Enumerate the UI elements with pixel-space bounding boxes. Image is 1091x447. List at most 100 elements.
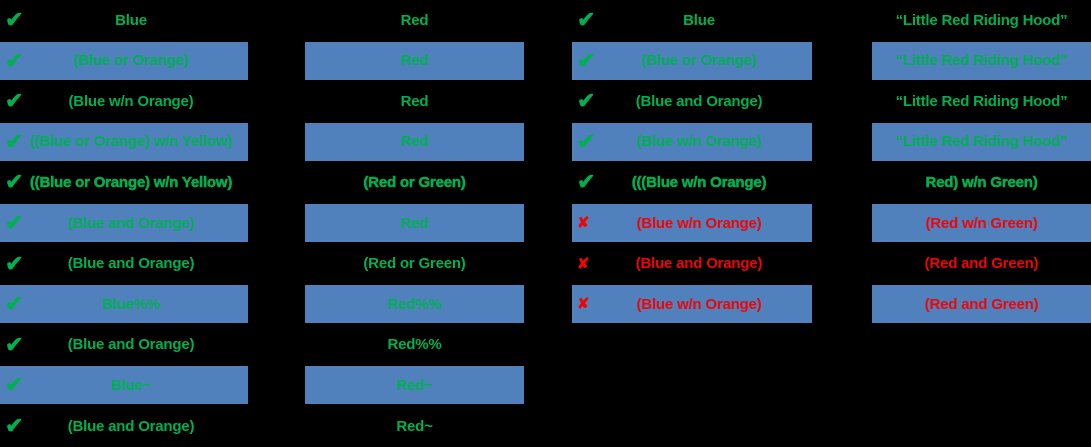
expression-cell: Red (305, 41, 524, 80)
check-icon: ✔ (577, 7, 596, 32)
expression-cell: ✔ ((Blue or Orange) w/n Yellow) (0, 163, 248, 201)
expression-cell: Red (305, 82, 524, 120)
expression-text: (Red and Green) (924, 255, 1039, 273)
check-icon: ✔ (5, 7, 24, 32)
expression-text: Red) w/n Green) (925, 173, 1038, 192)
expression-text: (Blue w/n Orange) (68, 92, 194, 110)
expression-cell: Red (305, 122, 524, 161)
expression-text: ((Blue or Orange) w/n Yellow) (29, 173, 233, 192)
check-icon: ✔ (5, 372, 24, 398)
expression-cell: ✔ (Blue or Orange) (0, 41, 248, 80)
expression-cell: Red~ (305, 366, 524, 405)
expression-cell: “Little Red Riding Hood” (872, 1, 1091, 39)
expression-text: Red (400, 11, 429, 29)
expression-cell: “Little Red Riding Hood” (872, 82, 1091, 120)
expression-text: Red (400, 214, 429, 232)
expression-cell: (Red w/n Green) (872, 204, 1091, 242)
expression-text: (Blue w/n Orange) (636, 295, 762, 313)
expression-text: (Blue and Orange) (67, 417, 195, 435)
expression-cell: ✔ (Blue w/n Orange) (0, 82, 248, 120)
expression-cell: ✔ (Blue and Orange) (0, 326, 248, 364)
check-icon: ✔ (5, 413, 24, 438)
expression-text: (Blue and Orange) (67, 255, 195, 273)
cross-icon: ✘ (577, 214, 590, 232)
expression-cell: ✔ (((Blue w/n Orange) (572, 163, 812, 201)
expression-text: (Red w/n Green) (925, 214, 1038, 232)
expression-cell: ✘ (Blue w/n Orange) (572, 204, 812, 242)
expression-text: (Blue w/n Orange) (636, 133, 762, 151)
expression-text: ((Blue or Orange) w/n Yellow) (29, 133, 233, 151)
expression-cell: Red (305, 204, 524, 242)
expression-cell: Red (305, 1, 524, 39)
expression-cell: Red%% (305, 285, 524, 324)
result-row: ✔ (Blue and Orange) Red%% (0, 325, 1091, 365)
expression-cell: ✔ (Blue and Orange) (0, 407, 248, 445)
check-icon: ✔ (577, 128, 596, 154)
expression-text: “Little Red Riding Hood” (895, 92, 1068, 110)
result-row: ✔ Blue%% Red%% ✘ (Blue w/n Orange) (Red and G… (0, 284, 1091, 324)
check-icon: ✔ (577, 47, 596, 73)
check-icon: ✔ (5, 331, 24, 357)
expression-cell: ✔ Blue (0, 1, 248, 39)
check-icon: ✔ (5, 250, 24, 276)
expression-text: Blue (115, 11, 147, 29)
expression-cell: (Red and Green) (872, 245, 1091, 283)
expression-text: (Red or Green) (363, 255, 466, 273)
expression-cell: ✔(Blue and Orange) (572, 82, 812, 120)
cross-icon: ✘ (577, 255, 590, 273)
expression-cell: ✔ Blue%% (0, 285, 248, 324)
check-icon: ✔ (577, 88, 596, 114)
expression-cell: ✘ (Blue w/n Orange) (572, 285, 812, 324)
expression-cell: ✔ Blue~ (0, 366, 248, 405)
check-icon: ✔ (5, 47, 24, 73)
expression-cell: (Red and Green) (872, 285, 1091, 324)
expression-cell: (Red or Green) (305, 245, 524, 283)
expression-cell: Red~ (305, 407, 524, 445)
expression-text: (Blue or Orange) (641, 52, 757, 70)
expression-cell: ✔ (Blue or Orange) (572, 41, 812, 80)
expression-cell: ✔ (Blue and Orange) (0, 204, 248, 242)
expression-text: (((Blue w/n Orange) (631, 173, 767, 192)
expression-text: (Blue or Orange) (73, 52, 189, 70)
expression-text: Blue~ (110, 376, 152, 394)
expression-text: Red~ (396, 376, 433, 394)
check-icon: ✔ (577, 169, 596, 195)
expression-text: “Little Red Riding Hood” (895, 11, 1068, 29)
check-icon: ✔ (5, 291, 24, 317)
expression-cell: Red) w/n Green) (872, 163, 1091, 201)
result-row: ✔ (Blue and Orange) Red~ (0, 406, 1091, 446)
expression-text: Red (400, 52, 429, 70)
result-row: ✔ Blue~ Red~ (0, 365, 1091, 405)
check-icon: ✔ (5, 88, 24, 114)
expression-cell: (Red or Green) (305, 163, 524, 201)
expression-cell: “Little Red Riding Hood” (872, 41, 1091, 80)
expression-cell: ✔ Blue (572, 1, 812, 39)
check-icon: ✔ (5, 210, 24, 235)
result-row: ✔ (Blue or Orange) Red ✔ (Blue or Orange) “Li… (0, 41, 1091, 81)
expression-text: (Red or Green) (363, 173, 466, 192)
result-row: ✔ Blue Red ✔ Blue “Little Red Riding Hood” (0, 0, 1091, 40)
result-row: ✔ (Blue and Orange) (Red or Green) ✘ (Blue a… (0, 244, 1091, 284)
expression-text: (Blue and Orange) (67, 214, 195, 232)
expression-text: (Red and Green) (924, 295, 1039, 313)
expression-text: (Blue and Orange) (635, 255, 763, 273)
expression-cell: Red%% (305, 326, 524, 364)
expression-cell: ✘ (Blue and Orange) (572, 245, 812, 283)
expression-text: Red (400, 133, 429, 151)
expression-text: Blue (683, 11, 715, 29)
expression-text: Red~ (396, 417, 433, 435)
expression-text: Red%% (387, 336, 442, 354)
result-row: ✔ ((Blue or Orange) w/n Yellow) (Red or Gr… (0, 162, 1091, 202)
expression-text: “Little Red Riding Hood” (895, 52, 1068, 70)
expression-text: Red%% (387, 295, 442, 313)
expression-text: (Blue w/n Orange) (636, 214, 762, 232)
expression-text: Blue%% (102, 295, 160, 313)
expression-cell: ✔ (Blue and Orange) (0, 245, 248, 283)
expression-cell: ✔ (Blue w/n Orange) (572, 122, 812, 161)
check-icon: ✔ (5, 169, 24, 195)
expression-text: (Blue and Orange) (67, 336, 195, 354)
cross-icon: ✘ (577, 295, 590, 313)
result-row: ✔ (Blue w/n Orange) Red ✔(Blue and Orange) “… (0, 81, 1091, 121)
expression-cell: ✔((Blue or Orange) w/n Yellow) (0, 122, 248, 161)
